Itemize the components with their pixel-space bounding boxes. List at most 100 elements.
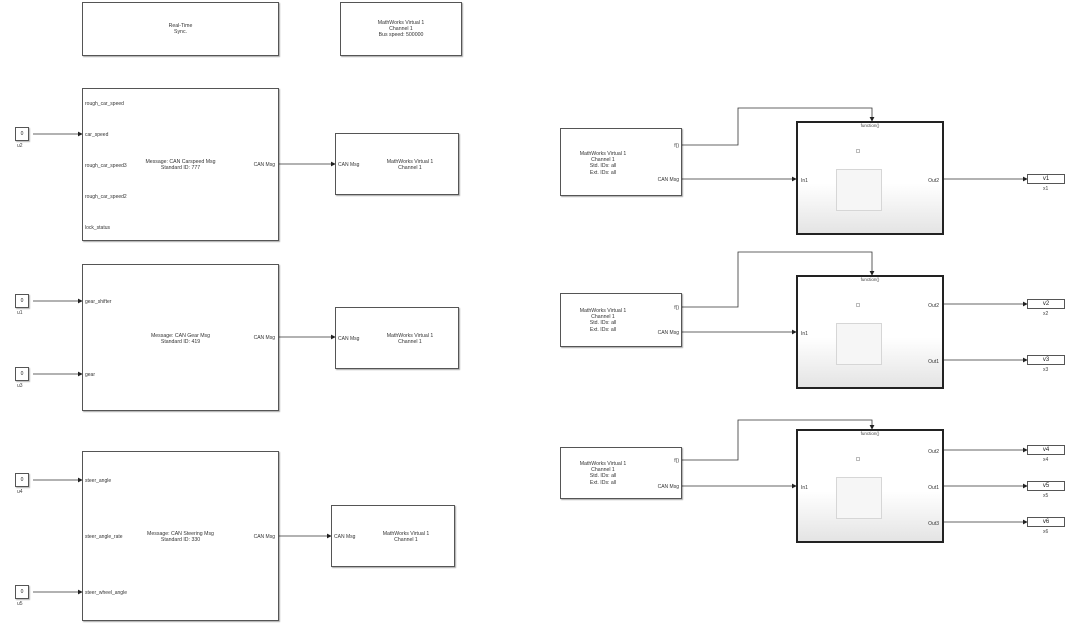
receive2-ext-ids: Ext. IDs: all xyxy=(589,326,617,333)
subsystem2-trigger-icon xyxy=(856,303,860,307)
outport-label-x4: x4 xyxy=(1043,457,1049,463)
real-time-sync-block[interactable]: Real-Time Sync. xyxy=(82,2,279,56)
function-call-subsystem-3[interactable]: function() In1 Out2 Out1 Out3 xyxy=(796,429,944,543)
receive2-msg-port: CAN Msg xyxy=(657,330,679,336)
pack1-input-3: rough_car_speed3 xyxy=(85,163,127,169)
receive3-fcall-port: f() xyxy=(674,458,679,464)
transmit2-input-port: CAN Msg xyxy=(338,336,360,342)
subsystem3-thumbnail xyxy=(836,477,882,519)
subsystem2-out-port-2: Out1 xyxy=(928,359,939,365)
receive3-device: MathWorks Virtual 1 xyxy=(579,461,627,467)
pack2-input-2: gear xyxy=(85,372,96,378)
constant-label-u1: u1 xyxy=(17,310,23,316)
subsystem1-thumbnail xyxy=(836,169,882,211)
function-call-subsystem-1[interactable]: function() In1 Out2 xyxy=(796,121,944,235)
can-receive-block-3[interactable]: MathWorks Virtual 1 Channel 1 Std. IDs: … xyxy=(560,447,682,499)
receive1-std-ids: Std. IDs: all xyxy=(589,163,617,170)
can-config-device: MathWorks Virtual 1 xyxy=(377,20,425,26)
constant-label-u2: u2 xyxy=(17,143,23,149)
constant-block-u3[interactable]: 0 xyxy=(15,367,29,381)
pack3-standard-id: Standard ID: 330 xyxy=(160,537,201,544)
real-time-sync-line2: Sync. xyxy=(174,29,187,36)
transmit2-device: MathWorks Virtual 1 xyxy=(386,333,434,339)
subsystem2-out-port-1: Out2 xyxy=(928,303,939,309)
subsystem3-out-port-3: Out3 xyxy=(928,521,939,527)
outport-v1[interactable]: v1 xyxy=(1027,174,1065,184)
can-receive-block-2[interactable]: MathWorks Virtual 1 Channel 1 Std. IDs: … xyxy=(560,293,682,347)
receive2-std-ids: Std. IDs: all xyxy=(589,320,617,327)
outport-label-x3: x3 xyxy=(1043,367,1049,373)
outport-label-x1: x1 xyxy=(1043,186,1049,192)
can-receive-block-1[interactable]: MathWorks Virtual 1 Channel 1 Std. IDs: … xyxy=(560,128,682,196)
receive1-channel: Channel 1 xyxy=(591,157,615,164)
pack2-input-1: gear_shifter xyxy=(85,299,112,305)
receive3-std-ids: Std. IDs: all xyxy=(589,473,617,480)
constant-block-u2[interactable]: 0 xyxy=(15,127,29,141)
can-configuration-block[interactable]: MathWorks Virtual 1 Channel 1 Bus speed:… xyxy=(340,2,462,56)
pack1-output-port: CAN Msg xyxy=(253,162,275,168)
subsystem3-title: function() xyxy=(860,431,880,436)
outport-label-x5: x5 xyxy=(1043,493,1049,499)
constant-block-u1[interactable]: 0 xyxy=(15,294,29,308)
outport-label-x6: x6 xyxy=(1043,529,1049,535)
can-pack-gear-block[interactable]: gear_shifter gear Message: CAN Gear Msg … xyxy=(82,264,279,411)
pack1-input-5: lock_status xyxy=(85,225,111,231)
subsystem3-trigger-icon xyxy=(856,457,860,461)
constant-block-u5[interactable]: 0 xyxy=(15,585,29,599)
receive3-msg-port: CAN Msg xyxy=(657,484,679,490)
subsystem2-thumbnail xyxy=(836,323,882,365)
transmit1-input-port: CAN Msg xyxy=(338,162,360,168)
receive1-fcall-port: f() xyxy=(674,143,679,149)
outport-v3[interactable]: v3 xyxy=(1027,355,1065,365)
subsystem1-out-port-1: Out2 xyxy=(928,178,939,184)
outport-v2[interactable]: v2 xyxy=(1027,299,1065,309)
pack1-message-name: Message: CAN Carspeed Msg xyxy=(145,159,216,165)
can-transmit-block-1[interactable]: CAN Msg MathWorks Virtual 1 Channel 1 xyxy=(335,133,459,195)
pack3-input-3: steer_wheel_angle xyxy=(85,590,127,596)
subsystem1-title: function() xyxy=(860,123,880,128)
outport-v4[interactable]: v4 xyxy=(1027,445,1065,455)
receive2-channel: Channel 1 xyxy=(591,314,615,321)
receive3-ext-ids: Ext. IDs: all xyxy=(589,479,617,486)
receive2-fcall-port: f() xyxy=(674,305,679,311)
subsystem1-in-port: In1 xyxy=(801,178,808,184)
pack1-input-2: car_speed xyxy=(85,132,109,138)
transmit3-device: MathWorks Virtual 1 xyxy=(382,531,430,537)
receive2-device: MathWorks Virtual 1 xyxy=(579,308,627,314)
receive1-device: MathWorks Virtual 1 xyxy=(579,151,627,157)
function-call-subsystem-2[interactable]: function() In1 Out2 Out1 xyxy=(796,275,944,389)
receive3-channel: Channel 1 xyxy=(591,467,615,474)
can-pack-steering-block[interactable]: steer_angle steer_angle_rate steer_wheel… xyxy=(82,451,279,621)
can-transmit-block-3[interactable]: CAN Msg MathWorks Virtual 1 Channel 1 xyxy=(331,505,455,567)
transmit1-device: MathWorks Virtual 1 xyxy=(386,159,434,165)
transmit1-channel: Channel 1 xyxy=(398,165,422,172)
outport-v5[interactable]: v5 xyxy=(1027,481,1065,491)
constant-label-u5: u5 xyxy=(17,601,23,607)
pack1-input-1: rough_car_speed xyxy=(85,101,124,107)
constant-block-u4[interactable]: 0 xyxy=(15,473,29,487)
transmit3-channel: Channel 1 xyxy=(394,537,418,544)
transmit3-input-port: CAN Msg xyxy=(334,534,356,540)
pack1-input-4: rough_car_speed2 xyxy=(85,194,127,200)
pack1-standard-id: Standard ID: 777 xyxy=(160,165,201,172)
outport-v6[interactable]: v6 xyxy=(1027,517,1065,527)
can-pack-carspeed-block[interactable]: rough_car_speed car_speed rough_car_spee… xyxy=(82,88,279,241)
pack3-message-name: Message: CAN Steering Msg xyxy=(147,531,214,537)
pack3-input-1: steer_angle xyxy=(85,478,112,484)
can-transmit-block-2[interactable]: CAN Msg MathWorks Virtual 1 Channel 1 xyxy=(335,307,459,369)
subsystem2-in-port: In1 xyxy=(801,331,808,337)
can-config-bus-speed: Bus speed: 500000 xyxy=(378,32,424,39)
pack2-message-name: Message: CAN Gear Msg xyxy=(150,333,211,339)
subsystem3-out-port-1: Out2 xyxy=(928,449,939,455)
real-time-sync-line1: Real-Time xyxy=(168,23,193,29)
pack3-output-port: CAN Msg xyxy=(253,534,275,540)
subsystem2-title: function() xyxy=(860,277,880,282)
receive1-ext-ids: Ext. IDs: all xyxy=(589,169,617,176)
can-config-channel: Channel 1 xyxy=(389,26,413,33)
pack2-standard-id: Standard ID: 419 xyxy=(160,339,201,346)
pack2-output-port: CAN Msg xyxy=(253,335,275,341)
constant-label-u4: u4 xyxy=(17,489,23,495)
pack3-input-2: steer_angle_rate xyxy=(85,534,123,540)
subsystem3-out-port-2: Out1 xyxy=(928,485,939,491)
receive1-msg-port: CAN Msg xyxy=(657,177,679,183)
